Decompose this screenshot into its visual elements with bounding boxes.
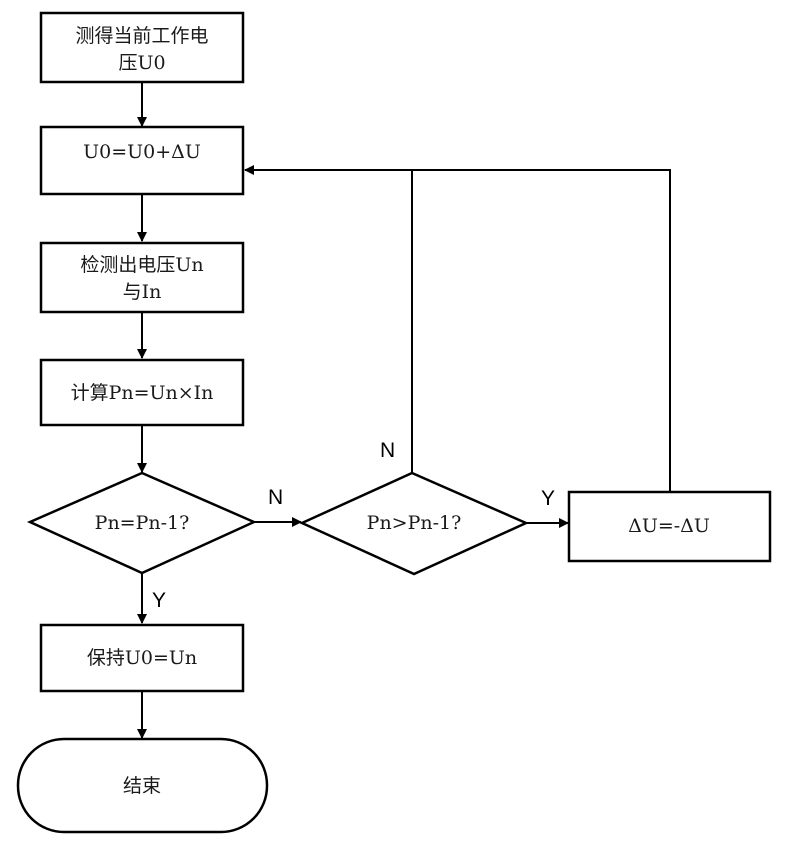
node-update: U0=U0+ΔU [39,125,245,196]
label-equal-yes: Y [152,589,166,612]
label-greater-no: N [380,439,395,462]
node-measure-line-2: 压U0 [118,52,165,74]
node-end: 结束 [16,737,269,834]
node-invert: ΔU=-ΔU [567,490,772,563]
node-detect-line-1: 检测出电压Un [80,254,203,276]
label-greater-yes: Y [541,487,555,510]
node-compute-text: 计算Pn=Un×In [71,382,214,404]
label-equal-no: N [268,486,283,509]
node-detect-line-2: 与In [123,281,162,303]
node-end-text: 结束 [123,775,161,797]
node-hold: 保持U0=Un [39,623,245,693]
node-decision-greater-text: Pn>Pn-1? [367,512,462,534]
node-decision-equal: Pn=Pn-1? [26,471,258,575]
node-measure: 测得当前工作电 压U0 [39,11,245,84]
node-invert-text: ΔU=-ΔU [628,515,710,537]
node-update-text: U0=U0+ΔU [83,141,201,163]
node-measure-line-1: 测得当前工作电 [75,25,208,47]
node-decision-equal-text: Pn=Pn-1? [95,512,190,534]
node-hold-text: 保持U0=Un [87,647,197,669]
edge-invert-to-update [244,165,671,492]
node-compute: 计算Pn=Un×In [39,358,245,427]
node-detect: 检测出电压Un 与In [39,241,245,314]
node-decision-greater: Pn>Pn-1? [298,471,530,576]
